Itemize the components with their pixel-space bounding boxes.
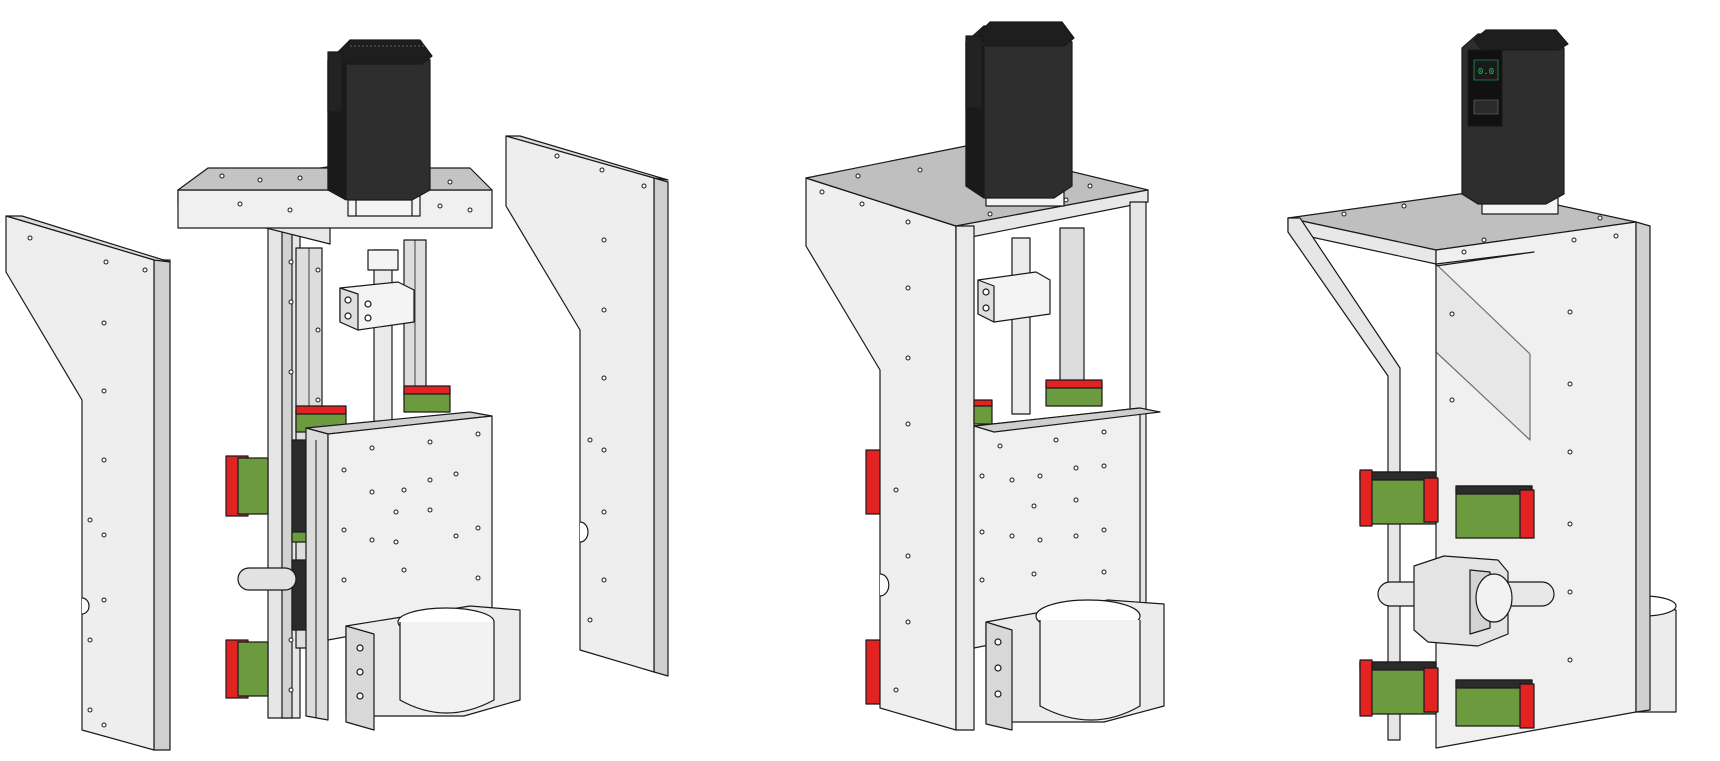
- right-side-plate: [505, 135, 669, 677]
- rail-carriages: [225, 385, 451, 699]
- rear-view: 0.0: [1287, 29, 1677, 749]
- plate-holes: [27, 235, 148, 728]
- rear-rail-carriages: [1359, 469, 1535, 729]
- rear-spindle-motor: 0.0: [1461, 29, 1569, 215]
- assembled-spindle-motor: [965, 21, 1075, 207]
- carriage-plate: [305, 411, 493, 721]
- coupler-block: [339, 281, 415, 331]
- assembled-spindle-clamp: [985, 599, 1165, 731]
- assembled-left-plate: [805, 177, 957, 731]
- motor-display-readout: 0.0: [1478, 67, 1494, 77]
- center-assembly: [177, 39, 521, 731]
- assembled-view: [805, 21, 1165, 731]
- ball-screw-stub: [237, 567, 297, 591]
- ball-nut-assembly: [1377, 555, 1555, 647]
- spindle-clamp: [345, 605, 521, 731]
- left-side-plate: [5, 215, 171, 751]
- spindle-motor: [327, 39, 433, 217]
- exploded-view: [5, 39, 669, 751]
